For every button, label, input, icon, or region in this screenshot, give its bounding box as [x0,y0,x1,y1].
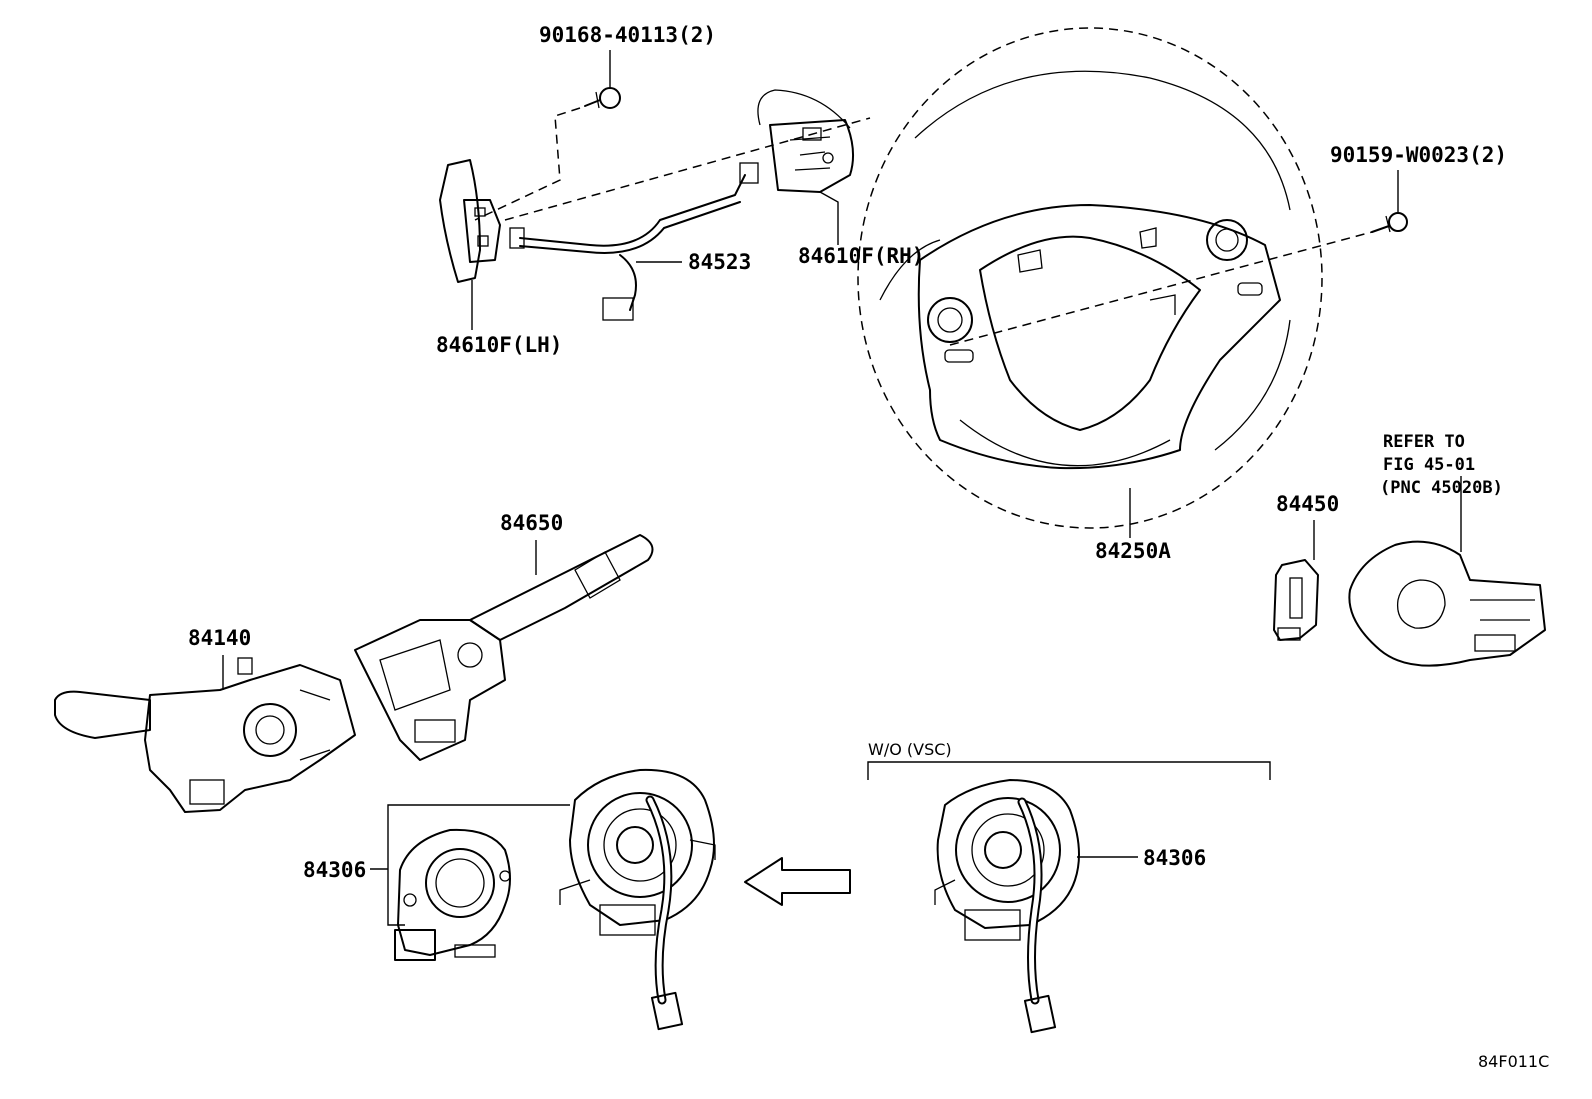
label-wire-harness: 84523 [688,250,751,274]
label-switch-84450: 84450 [1276,492,1339,516]
spiral-cable-sensor[interactable] [394,828,511,961]
turn-signal-switch[interactable] [54,657,356,813]
steering-wheel[interactable] [857,27,1323,529]
bolt-right[interactable] [1371,212,1408,233]
label-paddle-rh: 84610F(RH) [798,244,924,268]
paddle-switch-rh[interactable] [757,89,855,193]
wire-harness[interactable] [509,162,759,321]
wiper-switch[interactable] [354,534,654,761]
label-refer-line1: REFER TO [1383,432,1465,452]
label-bolt-right: 90159-W0023(2) [1330,143,1507,167]
label-wiper-switch: 84650 [500,511,563,535]
label-spiral-cable-right: 84306 [1143,846,1206,870]
spiral-cable-left[interactable] [559,768,716,1031]
label-refer-line2: FIG 45-01 [1383,455,1475,475]
label-figure-code: 84F011C [1478,1052,1549,1071]
spiral-cable-right[interactable] [934,779,1080,1034]
switch-84450[interactable] [1273,559,1319,641]
spiral-group-bracket [387,804,570,926]
label-steering-wheel: 84250A [1095,539,1171,563]
label-refer-line3: (PNC 45020B) [1380,478,1503,498]
label-turn-switch: 84140 [188,626,251,650]
direction-arrow [744,857,851,906]
wo-vsc-bracket [867,761,1271,780]
paddle-switch-lh[interactable] [439,159,501,283]
label-bolt-top: 90168-40113(2) [539,23,716,47]
ignition-switch-reference[interactable] [1348,540,1546,667]
bolt-top[interactable] [584,87,621,109]
label-paddle-lh: 84610F(LH) [436,333,562,357]
label-wo-vsc: W/O (VSC) [868,740,952,759]
label-spiral-cable-left: 84306 [303,858,366,882]
